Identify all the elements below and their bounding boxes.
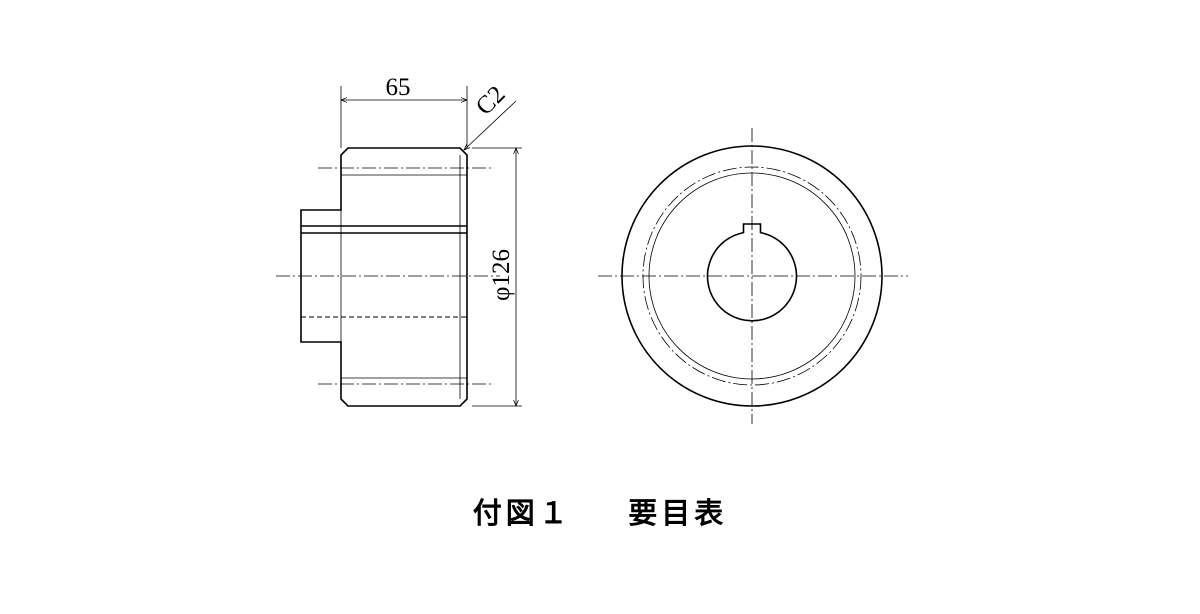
chamfer-leader-line <box>463 100 517 151</box>
diameter-dimension-label: φ126 <box>488 249 515 301</box>
figure-caption: 付図１ 要目表 <box>0 490 1200 532</box>
figure-title: 要目表 <box>628 496 728 530</box>
chamfer-label: C2 <box>471 81 511 121</box>
bore-with-keyway <box>706 223 798 322</box>
front-view <box>598 128 908 424</box>
caption-gap <box>572 496 628 530</box>
figure-label: 付図１ <box>472 496 572 530</box>
width-dimension-label: 65 <box>386 74 411 101</box>
side-view-outline <box>300 147 468 407</box>
side-view: 65 C2 φ126 <box>276 74 522 407</box>
